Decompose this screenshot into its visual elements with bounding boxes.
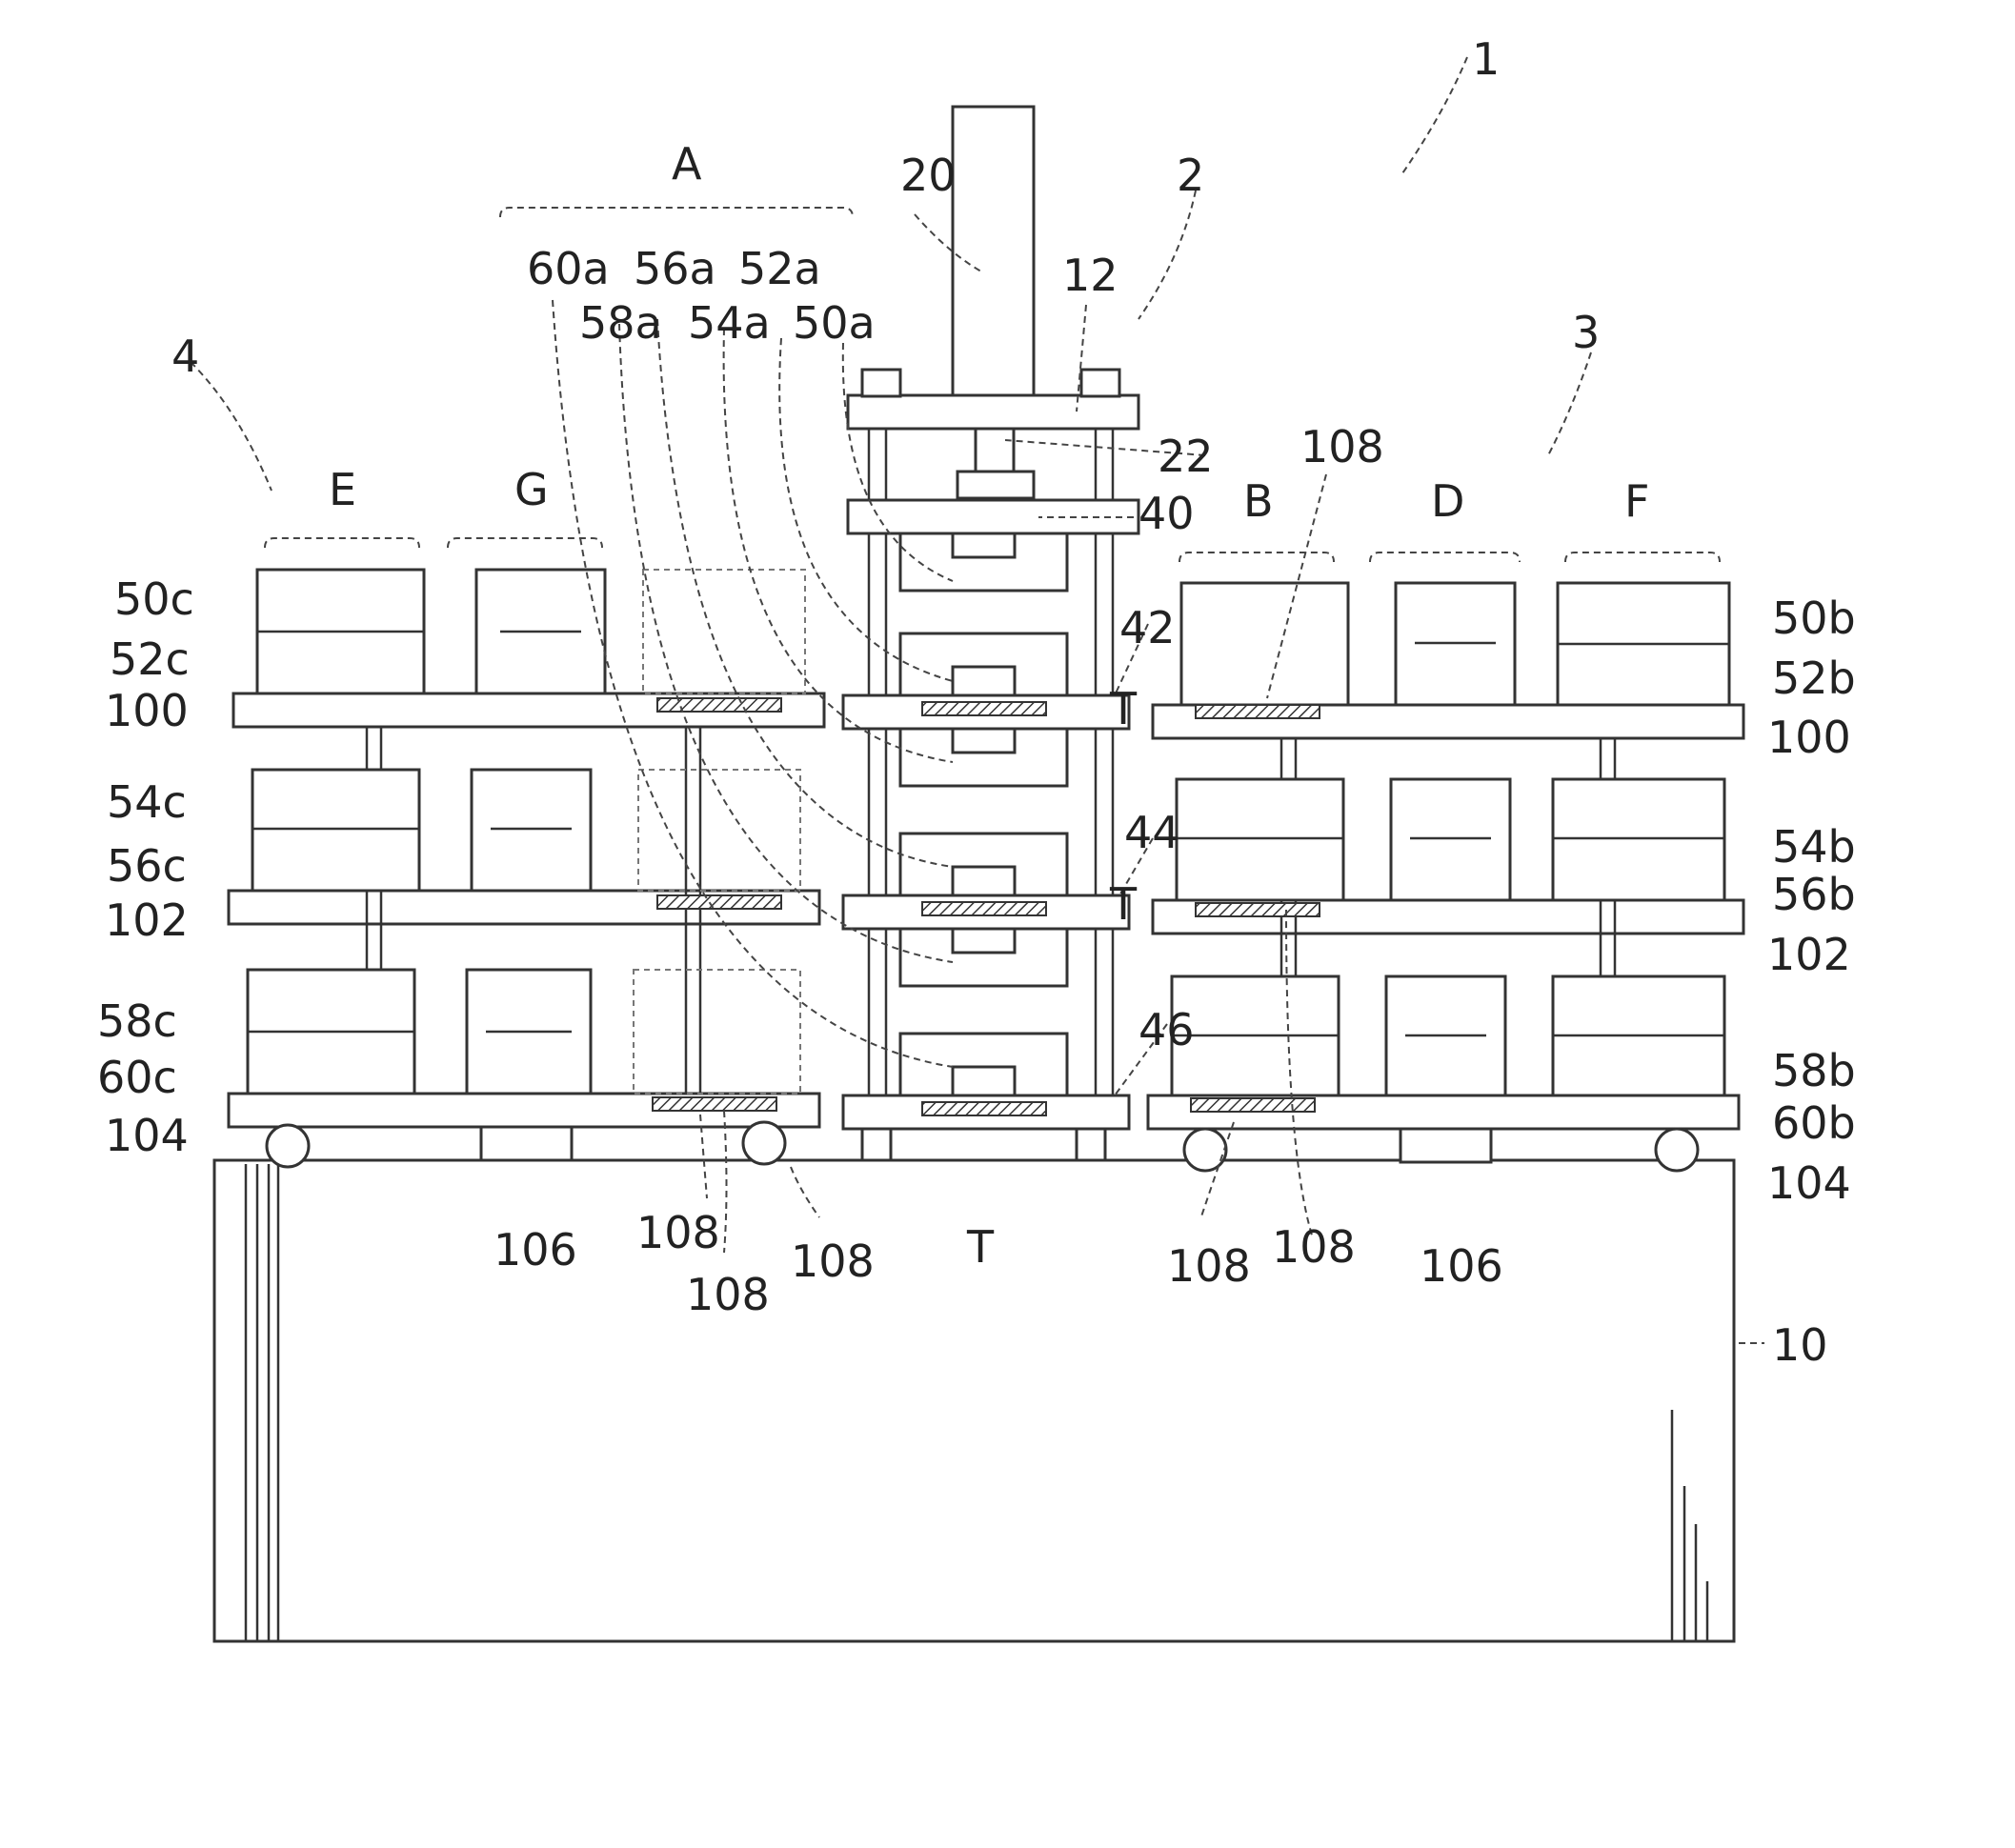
label-pad-1: 108: [636, 1207, 720, 1258]
label-base: 10: [1772, 1319, 1828, 1371]
label-58c: 58c: [97, 995, 177, 1047]
label-center-press: 2: [1177, 150, 1204, 201]
label-60c: 60c: [97, 1052, 177, 1103]
roller-right-2: [1656, 1129, 1698, 1171]
roller-left-1: [267, 1125, 309, 1167]
foot-right: [1077, 1129, 1105, 1160]
die-b-middle: [1177, 779, 1343, 900]
label-56b: 56b: [1772, 869, 1856, 920]
label-54c: 54c: [107, 776, 187, 828]
press-head: [957, 472, 1034, 498]
label-group-b: B: [1243, 475, 1274, 527]
die-54b-56b: [1553, 779, 1724, 900]
label-support-left: 106: [494, 1224, 577, 1276]
punch-50a: [953, 533, 1015, 557]
nut-right: [1081, 370, 1119, 396]
roller-left-2: [743, 1122, 785, 1164]
pad-center-1: [922, 702, 1046, 715]
label-shelf-104-right: 104: [1767, 1157, 1851, 1209]
die-g-middle: [472, 770, 591, 891]
label-press-bar: 22: [1158, 431, 1214, 482]
top-plate: [848, 395, 1138, 429]
label-52a: 52a: [738, 243, 821, 294]
label-shelf-104-left: 104: [105, 1110, 189, 1161]
label-t-3: T: [966, 1221, 995, 1273]
slot-a-bottom: [634, 970, 800, 1094]
label-shelf-100-left: 100: [105, 685, 189, 736]
label-pad-right-top: 108: [1300, 421, 1384, 472]
nut-left: [862, 370, 900, 396]
label-press-rod: 20: [900, 150, 957, 201]
label-group-g: G: [514, 464, 549, 515]
pad-center-3: [922, 1102, 1046, 1115]
label-56c: 56c: [107, 840, 187, 892]
label-plate-46: 46: [1138, 1004, 1195, 1055]
label-group-e: E: [329, 464, 356, 515]
label-50b: 50b: [1772, 593, 1856, 644]
die-54c-56c: [252, 770, 419, 891]
label-52c: 52c: [110, 633, 190, 685]
press-bar: [976, 429, 1014, 472]
pad-right-1: [1196, 705, 1320, 718]
label-pad-4: 108: [1167, 1240, 1251, 1292]
roller-right-1: [1184, 1129, 1226, 1171]
label-t-2: T: [1109, 878, 1138, 930]
foot-left: [862, 1129, 891, 1160]
label-pad-3: 108: [791, 1235, 875, 1287]
label-group-d: D: [1431, 475, 1464, 527]
punch-56a: [953, 867, 1015, 895]
punch-52a: [953, 667, 1015, 695]
label-pad-5: 108: [1272, 1221, 1356, 1273]
label-t-1: T: [1109, 683, 1138, 734]
punch-58a: [953, 929, 1015, 953]
label-shelf-100-right: 100: [1767, 712, 1851, 763]
label-group-a: A: [672, 138, 702, 190]
pad-left-3: [653, 1097, 776, 1111]
label-54b: 54b: [1772, 821, 1856, 873]
label-pad-2: 108: [686, 1269, 770, 1320]
slot-a-middle: [638, 770, 800, 891]
punch-60a: [953, 1067, 1015, 1095]
label-support-right: 106: [1420, 1240, 1503, 1292]
label-shelf-102-right: 102: [1767, 929, 1851, 980]
label-58b: 58b: [1772, 1045, 1856, 1096]
label-left-unit: 4: [171, 331, 199, 382]
pad-left-2: [657, 895, 781, 909]
pad-center-2: [922, 902, 1046, 915]
label-60b: 60b: [1772, 1097, 1856, 1149]
label-plate-44: 44: [1124, 807, 1180, 858]
label-56a: 56a: [634, 243, 716, 294]
label-60a: 60a: [527, 243, 610, 294]
label-assembly: 1: [1472, 33, 1500, 85]
support-right: [1400, 1129, 1491, 1162]
label-50a: 50a: [793, 297, 876, 349]
support-left: [481, 1127, 572, 1160]
slot-a-top: [643, 570, 805, 693]
label-54a: 54a: [688, 297, 771, 349]
pad-right-2: [1196, 903, 1320, 916]
label-top-plate: 12: [1062, 250, 1118, 301]
punch-54a: [953, 729, 1015, 753]
label-50c: 50c: [114, 573, 194, 625]
label-58a: 58a: [579, 297, 662, 349]
die-d-middle: [1391, 779, 1510, 900]
label-plate-40: 40: [1138, 488, 1195, 539]
label-52b: 52b: [1772, 653, 1856, 704]
label-shelf-102-left: 102: [105, 894, 189, 946]
die-b-top: [1181, 583, 1348, 705]
label-group-f: F: [1624, 475, 1649, 527]
pad-left-1: [657, 698, 781, 712]
press-rod: [953, 107, 1034, 397]
label-right-unit: 3: [1572, 307, 1600, 358]
pad-right-3: [1191, 1098, 1315, 1112]
label-plate-42: 42: [1119, 602, 1176, 653]
